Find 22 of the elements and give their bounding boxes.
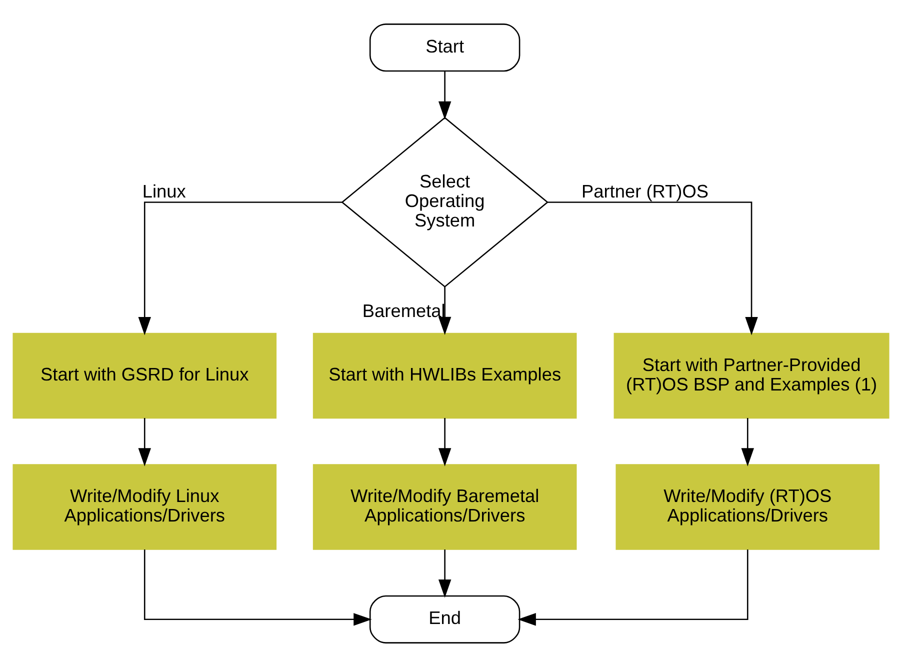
node-box: Start with HWLIBs Examples bbox=[312, 332, 577, 418]
arrow bbox=[438, 417, 452, 466]
node-diamond: Select Operating System bbox=[341, 116, 549, 288]
arrow bbox=[741, 417, 754, 466]
arrow bbox=[438, 549, 452, 598]
arrow bbox=[138, 201, 342, 335]
node-box: Write/Modify (RT)OS Applications/Drivers bbox=[616, 464, 880, 550]
edge-label: Baremetal bbox=[362, 300, 446, 320]
node-box: Write/Modify Baremetal Applications/Drivers bbox=[312, 464, 577, 550]
edge-label: Partner (RT)OS bbox=[582, 180, 709, 201]
arrow bbox=[548, 201, 758, 335]
arrow bbox=[518, 549, 748, 626]
arrow bbox=[438, 70, 452, 120]
arrow bbox=[138, 417, 151, 466]
arrow bbox=[144, 549, 372, 626]
node-box: Start bbox=[369, 23, 520, 72]
node-box: End bbox=[369, 594, 520, 643]
arrow bbox=[438, 286, 452, 335]
node-box: Start with GSRD for Linux bbox=[12, 332, 277, 418]
edge-label: Linux bbox=[142, 180, 186, 201]
node-box: Write/Modify Linux Applications/Drivers bbox=[12, 464, 277, 550]
node-box: Start with Partner-Provided (RT)OS BSP and Examples (1) bbox=[614, 332, 890, 418]
